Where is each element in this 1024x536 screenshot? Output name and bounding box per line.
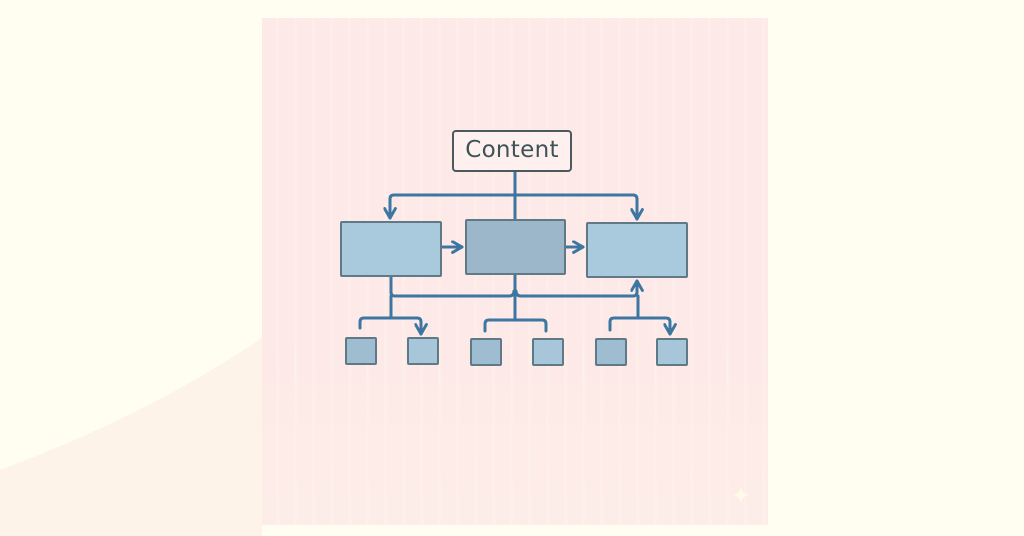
root-node-content: Content <box>452 130 572 172</box>
edge-root-right <box>513 193 637 221</box>
sparkle-icon <box>732 486 750 504</box>
edge-left-leaf1 <box>358 316 393 330</box>
leaf-node-1 <box>345 337 377 365</box>
edge-center-leaf4 <box>513 318 548 333</box>
primary-node-right <box>586 222 688 278</box>
edge-right-leaf6 <box>636 316 670 336</box>
leaf-node-2 <box>407 337 439 365</box>
edge-center-leaf3 <box>483 318 517 333</box>
leaf-node-5 <box>595 338 627 366</box>
edge-center-bus <box>514 279 637 298</box>
primary-node-left <box>340 221 442 277</box>
leaf-node-3 <box>470 338 502 366</box>
leaf-node-4 <box>532 338 564 366</box>
edge-right-leaf5 <box>608 316 640 332</box>
root-node-label: Content <box>465 137 559 163</box>
edge-root-left <box>390 193 517 220</box>
edge-left-bus <box>389 275 516 298</box>
leaf-node-6 <box>656 338 688 366</box>
primary-node-center <box>465 219 566 275</box>
edge-left-leaf2 <box>389 316 421 336</box>
